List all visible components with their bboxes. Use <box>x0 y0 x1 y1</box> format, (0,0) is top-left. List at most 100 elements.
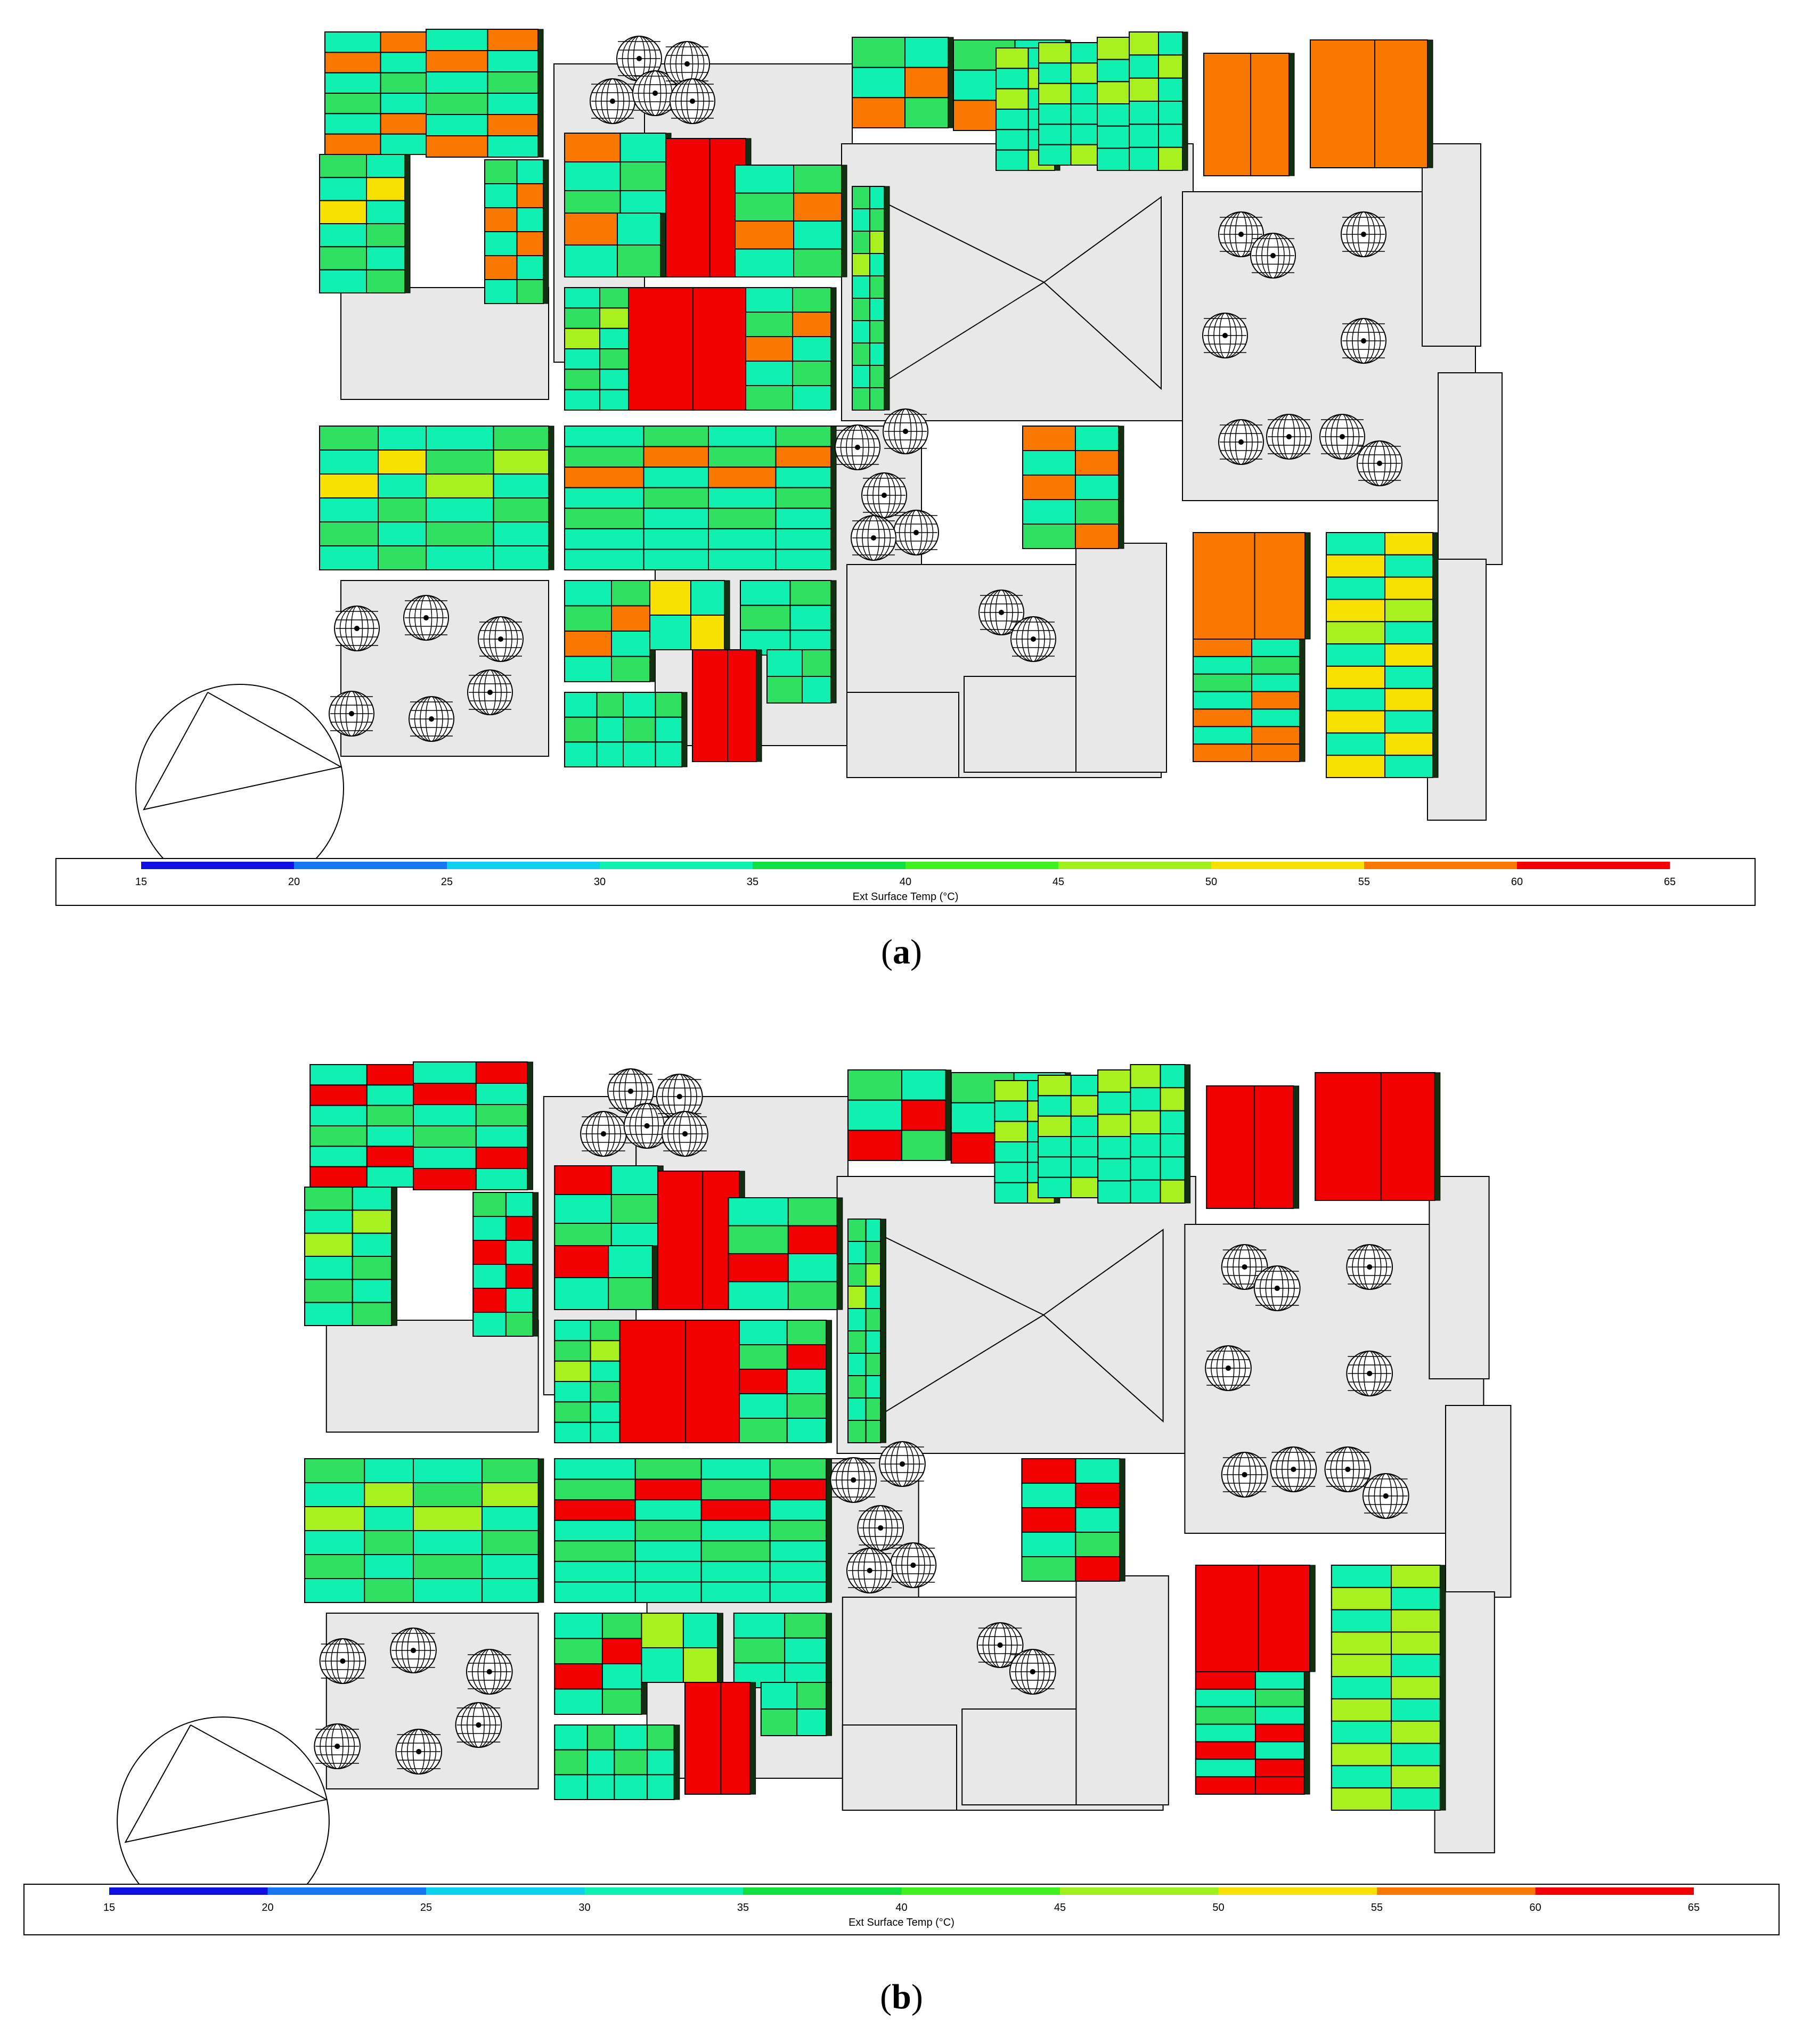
tree-trunk <box>498 636 503 642</box>
facade-floor <box>412 1482 483 1507</box>
tree-icon <box>1218 419 1264 465</box>
tree-icon <box>1270 1446 1317 1492</box>
facade-floor <box>412 1061 477 1084</box>
facade-floor <box>1021 1507 1076 1533</box>
facade-floor <box>599 369 629 390</box>
legend-tick: 60 <box>1511 876 1523 888</box>
facade-floor <box>647 1724 675 1751</box>
facade-floor <box>412 1530 483 1555</box>
facade-floor <box>1390 1698 1441 1722</box>
facade-floor <box>554 1663 603 1690</box>
facade-floor <box>865 1397 882 1421</box>
facade-floor <box>634 1458 702 1480</box>
facade-floor <box>1251 743 1300 762</box>
facade-floor <box>1195 1759 1257 1778</box>
facade-floor <box>1206 1085 1255 1209</box>
tree-trunk <box>1377 461 1382 466</box>
facade-shadow <box>1293 1085 1300 1209</box>
facade-floor <box>1380 1072 1435 1201</box>
legend-tick: 65 <box>1664 876 1676 888</box>
tree-trunk <box>910 1563 916 1568</box>
tree-trunk <box>855 445 860 450</box>
facade-shadow <box>674 1724 680 1800</box>
facade-floor <box>775 508 831 529</box>
facade-floor <box>1384 621 1433 645</box>
facade-floor <box>487 135 539 158</box>
facade-floor <box>378 449 427 475</box>
facade-floor <box>647 1774 675 1801</box>
facade-floor <box>786 1369 827 1394</box>
facade-floor <box>852 253 870 276</box>
legend-tick: 40 <box>895 1902 907 1914</box>
tree-icon <box>329 691 374 737</box>
facade-floor <box>865 1263 882 1287</box>
facade-floor <box>655 741 682 768</box>
tree-icon <box>1324 1446 1372 1492</box>
facade-floor <box>1037 1115 1072 1138</box>
facade-floor <box>1021 1483 1076 1508</box>
facade-floor <box>505 1240 534 1265</box>
facade-floor <box>426 449 494 475</box>
facade-floor <box>760 1708 798 1736</box>
facade-floor <box>619 133 666 162</box>
facade-floor <box>1193 743 1252 762</box>
facade-floor <box>1160 1110 1186 1135</box>
facade-floor <box>366 1166 414 1188</box>
tree-icon <box>616 36 662 81</box>
facade-floor <box>426 93 488 115</box>
ground-patch <box>1075 543 1167 773</box>
tree-trunk <box>882 493 887 498</box>
tree-icon <box>466 1649 513 1695</box>
facade-floor <box>769 1458 827 1480</box>
tree-trunk <box>1238 439 1244 445</box>
facade-floor <box>380 133 427 156</box>
facade-floor <box>740 580 791 606</box>
facade-floor <box>554 1519 636 1542</box>
facade-floor <box>865 1308 882 1331</box>
tree-icon <box>846 1548 893 1593</box>
facade-floor <box>554 1320 591 1342</box>
facade-floor <box>623 741 656 768</box>
facade-floor <box>1097 1158 1131 1182</box>
facade-floor <box>554 1458 636 1480</box>
facade-floor <box>769 1478 827 1501</box>
legend-swatch <box>1517 862 1670 869</box>
facade-floor <box>852 231 870 254</box>
legend-tick: 45 <box>1053 876 1064 888</box>
facade-floor <box>1158 101 1183 125</box>
facade-floor <box>1129 101 1159 125</box>
caption-a-close: ) <box>910 933 922 971</box>
facade-floor <box>601 1688 642 1715</box>
facade-floor <box>775 549 831 571</box>
facade-floor <box>634 1540 702 1562</box>
facade-floor <box>1160 1156 1186 1181</box>
facade-floor <box>426 71 488 94</box>
facade-floor <box>708 426 777 447</box>
tree-trunk <box>997 1642 1003 1648</box>
tree-icon <box>978 590 1024 635</box>
facade-floor <box>1384 710 1433 734</box>
tree-icon <box>890 1542 937 1588</box>
facade-floor <box>366 269 405 293</box>
facade-shadow <box>880 1219 886 1443</box>
facade-shadow <box>948 37 954 128</box>
facade-floor <box>738 1344 788 1370</box>
facade-floor <box>586 1774 615 1801</box>
facade-floor <box>1070 124 1098 145</box>
tree-icon <box>390 1628 437 1673</box>
tree-trunk <box>429 716 434 722</box>
facade-shadow <box>1288 53 1295 176</box>
facade-floor <box>852 97 905 128</box>
legend-swatch <box>1211 862 1364 869</box>
facade-shadow <box>1432 532 1439 778</box>
facade-floor <box>472 1288 507 1313</box>
facade-floor <box>472 1264 507 1289</box>
facade-floor <box>482 1578 539 1603</box>
facade-floor <box>426 521 494 546</box>
facade-floor <box>610 1194 659 1224</box>
facade-floor <box>472 1312 507 1337</box>
facade-floor <box>1251 656 1300 675</box>
facade-floor <box>994 1141 1029 1163</box>
facade-floor <box>412 1506 483 1531</box>
facade-floor <box>692 649 728 762</box>
